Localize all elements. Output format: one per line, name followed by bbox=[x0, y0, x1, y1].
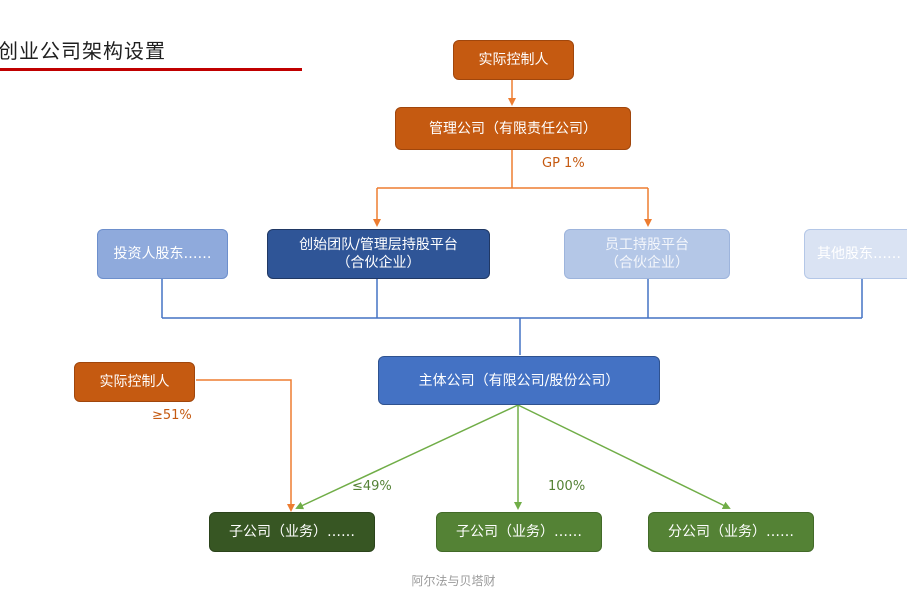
node-management-company: 管理公司（有限责任公司） bbox=[395, 107, 631, 150]
title-underline bbox=[0, 68, 302, 71]
node-controller-left: 实际控制人 bbox=[74, 362, 195, 402]
node-founder-platform: 创始团队/管理层持股平台 （合伙企业） bbox=[267, 229, 490, 279]
label-le-49pct: ≤49% bbox=[352, 479, 392, 494]
label-gp-1pct: GP 1% bbox=[542, 156, 585, 171]
watermark-text: 阿尔法与贝塔财 bbox=[411, 574, 496, 588]
label-ge-51pct: ≥51% bbox=[152, 408, 192, 423]
connector-main-to-branch bbox=[517, 404, 731, 509]
node-main-company: 主体公司（有限公司/股份公司） bbox=[378, 356, 660, 405]
node-subsidiary-a: 子公司（业务）…… bbox=[209, 512, 375, 552]
connector-controller-left-to-sub-a bbox=[196, 379, 295, 512]
node-controller-top: 实际控制人 bbox=[453, 40, 574, 80]
connector-main-to-sub-a bbox=[295, 404, 519, 510]
node-subsidiary-b: 子公司（业务）…… bbox=[436, 512, 602, 552]
node-employee-platform: 员工持股平台 （合伙企业） bbox=[564, 229, 730, 279]
node-other-shareholders: 其他股东…… bbox=[804, 229, 907, 279]
label-100pct: 100% bbox=[548, 479, 586, 494]
page-title: 创业公司架构设置 bbox=[0, 39, 166, 63]
node-branch-office: 分公司（业务）…… bbox=[648, 512, 814, 552]
node-investor-shareholder: 投资人股东…… bbox=[97, 229, 228, 279]
